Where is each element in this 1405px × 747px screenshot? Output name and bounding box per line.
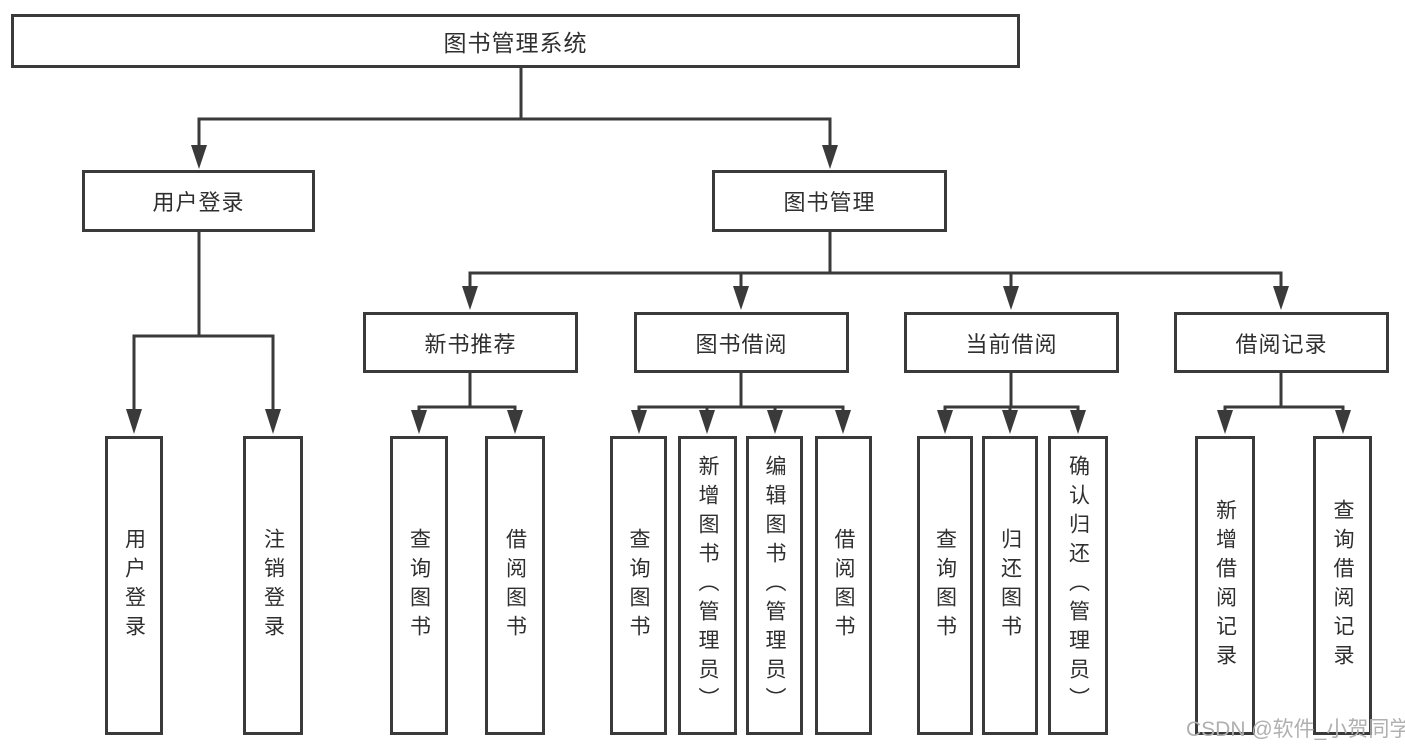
node-borrow-records: 借阅记录 — [1174, 312, 1389, 373]
leaf-nb-borrow-books: 借阅图书 — [485, 436, 545, 735]
node-new-book-recommend: 新书推荐 — [363, 312, 578, 373]
leaf-bb-borrow-books: 借阅图书 — [815, 436, 872, 735]
csdn-watermark: CSDN @软件_小贺同学 — [1186, 718, 1405, 741]
leaf-bb-add-books-admin: 新增图书（管理员） — [678, 436, 737, 735]
node-book-borrow: 图书借阅 — [634, 312, 849, 373]
leaf-cb-confirm-return-admin: 确认归还（管理员） — [1048, 436, 1108, 735]
leaf-nb-query-books: 查询图书 — [390, 436, 448, 735]
leaf-br-query-record: 查询借阅记录 — [1313, 436, 1372, 735]
node-library-system: 图书管理系统 — [11, 14, 1020, 68]
node-user-login: 用户登录 — [82, 170, 315, 232]
leaf-cb-query-books: 查询图书 — [917, 436, 973, 735]
leaf-bb-query-books: 查询图书 — [610, 436, 667, 735]
node-book-management: 图书管理 — [712, 170, 947, 232]
leaf-logout-login: 注销登录 — [243, 436, 303, 735]
leaf-user-login: 用户登录 — [105, 436, 163, 735]
node-current-borrow: 当前借阅 — [904, 312, 1119, 373]
leaf-cb-return-books: 归还图书 — [982, 436, 1038, 735]
leaf-br-add-record: 新增借阅记录 — [1195, 436, 1255, 735]
leaf-bb-edit-books-admin: 编辑图书（管理员） — [746, 436, 803, 735]
